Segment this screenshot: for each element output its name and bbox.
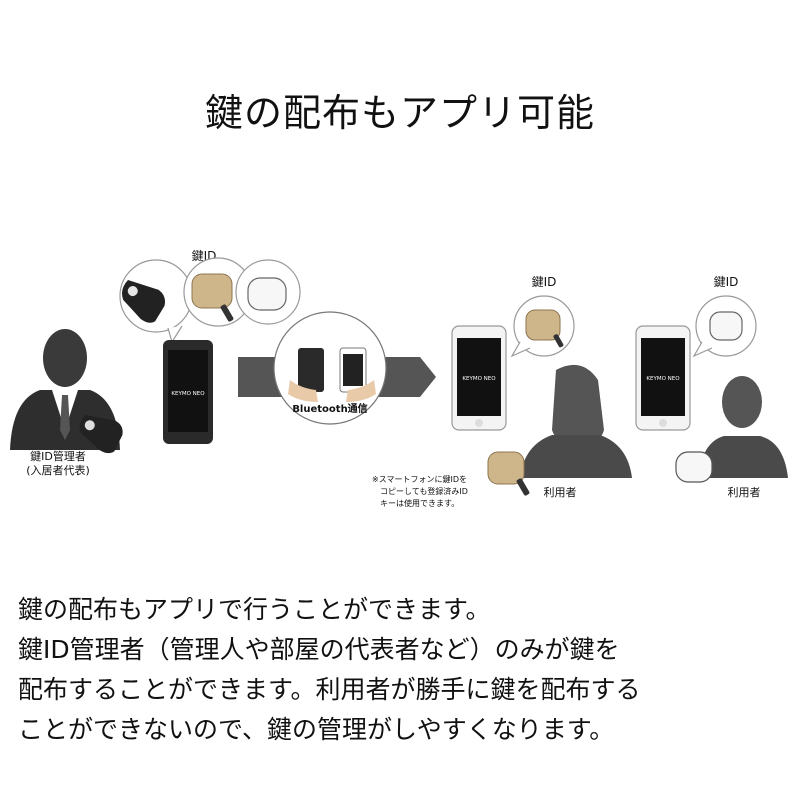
note-line2: コピーしても登録済みID (380, 486, 468, 496)
note-line3: キーは使用できます。 (380, 498, 459, 508)
user2-phone-brand: KEYMO NEO (646, 376, 680, 382)
user1-smartphone-icon: KEYMO NEO (451, 325, 507, 431)
description-line-1: 鍵の配布もアプリで行うことができます。 (18, 595, 491, 624)
admin-label-line2: (入居者代表) (26, 463, 90, 477)
user1-key-bubble (510, 295, 575, 358)
user1-phone-brand: KEYMO NEO (462, 376, 496, 382)
admin-label-line1: 鍵ID管理者 (30, 449, 86, 463)
gold-key-fob-icon (191, 273, 234, 322)
black-key-fob-icon (122, 280, 166, 323)
key-distribution-illustration: 鍵ID管理者 (入居者代表) 鍵ID KEYMO NEO Bluetooth通信… (10, 248, 788, 508)
user2-key-id-label: 鍵ID (714, 274, 739, 289)
user2-key-bubble (692, 295, 757, 358)
note-line1: ※スマートフォンに鍵IDを (372, 474, 467, 484)
page-title: 鍵の配布もアプリ可能 (204, 91, 595, 135)
user1-key-fob-icon (487, 451, 530, 496)
description-text: 鍵の配布もアプリで行うことができます。 鍵ID管理者（管理人や部屋の代表者など）… (18, 590, 788, 750)
user1-key-id-label: 鍵ID (532, 274, 557, 289)
white-key-fob-icon (247, 277, 287, 311)
description-line-3: 配布することができます。利用者が勝手に鍵を配布する (18, 675, 641, 704)
admin-key-fob-icon (79, 415, 123, 454)
bluetooth-label: Bluetooth通信 (292, 402, 367, 415)
description-line-2: 鍵ID管理者（管理人や部屋の代表者など）のみが鍵を (18, 635, 620, 664)
phone-brand-label: KEYMO NEO (171, 391, 205, 397)
user2-person-icon (698, 376, 788, 478)
admin-smartphone-icon: KEYMO NEO (163, 340, 213, 444)
description-line-4: ことができないので、鍵の管理がしやすくなります。 (18, 715, 615, 744)
bluetooth-bubble (273, 311, 387, 425)
user2-smartphone-icon: KEYMO NEO (635, 325, 691, 431)
user1-label: 利用者 (544, 486, 577, 499)
user2-key-fob-icon (675, 451, 713, 483)
user2-label: 利用者 (728, 486, 761, 499)
user1-person-icon (520, 364, 632, 478)
